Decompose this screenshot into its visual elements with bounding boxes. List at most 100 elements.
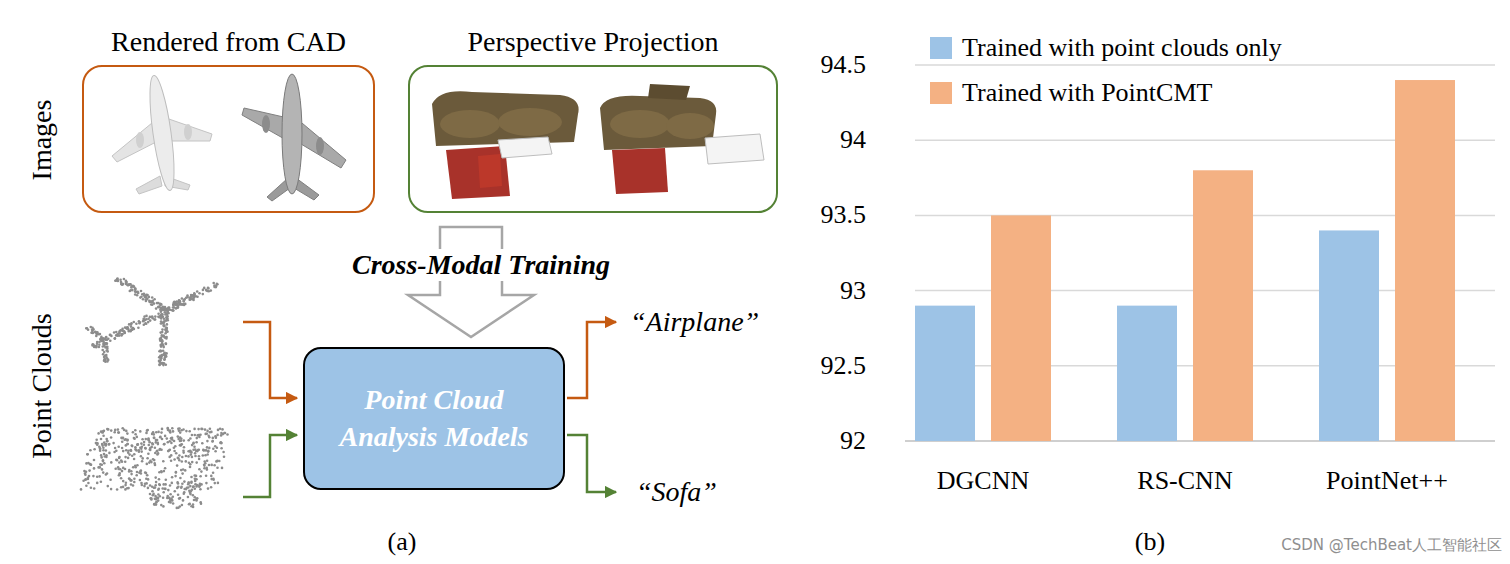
point-cloud-dot: [158, 364, 161, 367]
point-cloud-dot: [143, 485, 146, 488]
point-cloud-dot: [166, 309, 169, 312]
point-cloud-dot: [159, 338, 162, 341]
point-cloud-dot: [117, 431, 120, 434]
point-cloud-dot: [205, 474, 208, 477]
bar: [915, 306, 975, 441]
point-cloud-dot: [86, 453, 89, 456]
point-cloud-dot: [158, 356, 161, 359]
point-cloud-dot: [167, 489, 170, 492]
point-cloud-dot: [134, 433, 137, 436]
point-cloud-dot: [155, 481, 158, 484]
point-cloud-dot: [212, 282, 215, 285]
point-cloud-dot: [100, 456, 103, 459]
point-cloud-dot: [198, 455, 201, 458]
sofa-render: [610, 110, 670, 138]
point-cloud-dot: [177, 438, 180, 441]
point-cloud-dot: [216, 283, 219, 286]
point-cloud-dot: [158, 483, 161, 486]
legend-swatch: [930, 37, 952, 59]
point-cloud-dot: [103, 337, 106, 340]
point-cloud-dot: [195, 461, 198, 464]
point-cloud-dot: [149, 447, 152, 450]
point-cloud-dot: [217, 482, 220, 485]
point-cloud-dot: [134, 446, 137, 449]
point-cloud-dot: [162, 316, 165, 319]
point-cloud-dot: [154, 503, 157, 506]
point-cloud-dot: [147, 487, 150, 490]
point-cloud-dot: [177, 435, 180, 438]
point-cloud-dot: [130, 449, 133, 452]
point-cloud-dot: [181, 482, 184, 485]
chart-gridlines: [915, 64, 1495, 66]
point-cloud-dot: [181, 472, 184, 475]
airplane-render-dark: [296, 118, 346, 168]
point-cloud-dot: [145, 438, 148, 441]
point-cloud-dot: [133, 478, 136, 481]
point-cloud-dot: [169, 493, 172, 496]
point-cloud-dot: [133, 481, 136, 484]
point-cloud-dot: [91, 343, 94, 346]
point-cloud-dot: [160, 448, 163, 451]
sofa-render: [498, 108, 562, 136]
point-cloud-dot: [163, 443, 166, 446]
output-class: “Airplane”: [630, 305, 759, 339]
point-cloud-dot: [210, 486, 213, 489]
point-cloud-dot: [187, 455, 190, 458]
point-cloud-dot: [164, 467, 167, 470]
legend-swatch: [930, 82, 952, 104]
point-cloud-dot: [192, 494, 195, 497]
point-cloud-dot: [162, 496, 165, 499]
point-cloud-dot: [156, 302, 159, 305]
point-cloud-dot: [199, 501, 202, 504]
point-cloud-dot: [145, 472, 148, 475]
point-cloud-dot: [125, 281, 128, 284]
point-cloud-dot: [165, 329, 168, 332]
point-cloud-dot: [211, 440, 214, 443]
point-cloud-dot: [122, 480, 125, 483]
point-cloud-dot: [190, 295, 193, 298]
point-cloud-dot: [110, 488, 113, 491]
point-cloud-dot: [102, 447, 105, 450]
point-cloud-dot: [198, 434, 201, 437]
sofa-render: [648, 84, 690, 100]
point-cloud-dot: [91, 331, 94, 334]
point-cloud-dot: [163, 353, 166, 356]
point-cloud-dot: [121, 470, 124, 473]
axis-tick: 92: [840, 425, 866, 456]
point-cloud-dot: [165, 355, 168, 358]
point-cloud-dot: [176, 481, 179, 484]
point-cloud-dot: [106, 440, 109, 443]
point-cloud-dot: [194, 455, 197, 458]
point-cloud-dot: [101, 349, 104, 352]
point-cloud-dot: [188, 503, 191, 506]
point-cloud-dot: [169, 484, 172, 487]
point-cloud-dot: [163, 321, 166, 324]
bar: [1193, 170, 1253, 441]
point-cloud-dot: [169, 430, 172, 433]
point-cloud-dot: [171, 482, 174, 485]
point-cloud-dot: [159, 361, 162, 364]
point-cloud-dot: [123, 438, 126, 441]
point-cloud-dot: [206, 440, 209, 443]
point-cloud-dot: [152, 494, 155, 497]
point-cloud-dot: [130, 286, 133, 289]
point-cloud-dot: [220, 447, 223, 450]
point-cloud-dot: [99, 333, 102, 336]
point-cloud-dot: [134, 429, 137, 432]
point-cloud-dot: [162, 350, 165, 353]
point-cloud-dot: [143, 441, 146, 444]
point-cloud-dot: [128, 469, 131, 472]
point-cloud-dot: [113, 431, 116, 434]
point-cloud-dot: [146, 429, 149, 432]
point-cloud-dot: [109, 334, 112, 337]
axis-tick: 93: [840, 275, 866, 306]
point-cloud-dot: [207, 286, 210, 289]
point-cloud-dot: [136, 464, 139, 467]
point-cloud-dot: [157, 443, 160, 446]
point-cloud-dot: [105, 449, 108, 452]
point-cloud-dot: [118, 332, 121, 335]
point-cloud-dot: [220, 441, 223, 444]
point-cloud-dot: [160, 337, 163, 340]
point-cloud-dot: [174, 490, 177, 493]
point-cloud-dot: [138, 450, 141, 453]
